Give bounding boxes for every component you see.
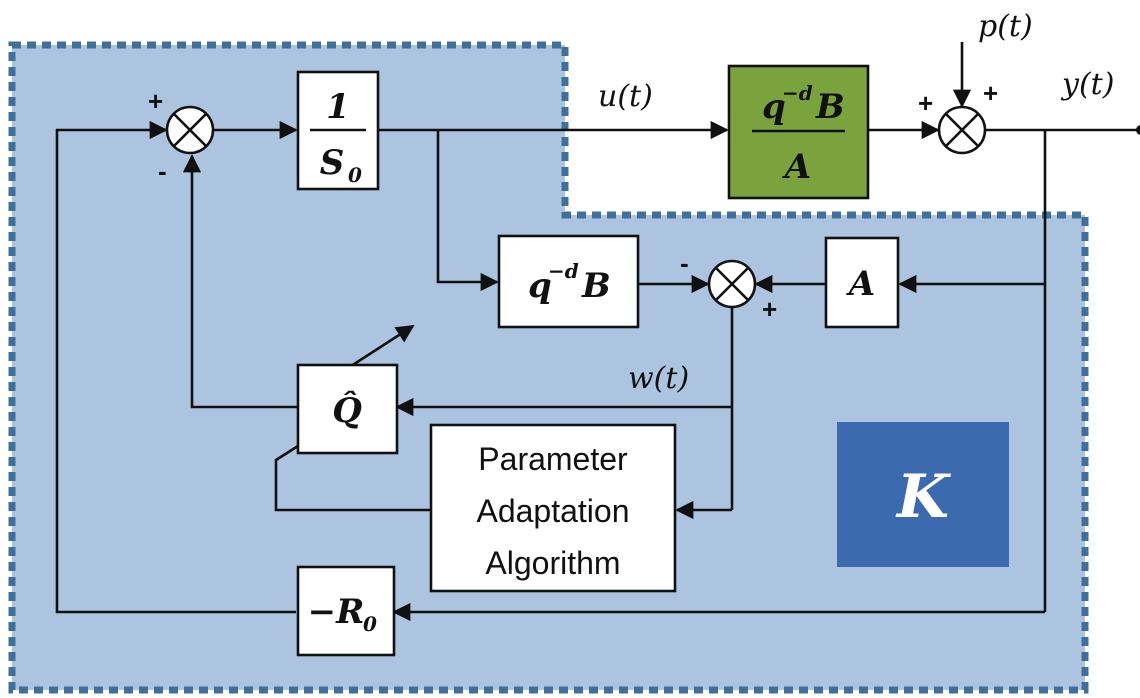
sum2-sign-top: + <box>983 78 998 108</box>
svg-text:Q̂: Q̂ <box>332 390 362 431</box>
svg-text:0: 0 <box>348 163 362 187</box>
signal-label-y: y(t) <box>1060 67 1114 102</box>
svg-text:Parameter: Parameter <box>478 441 628 477</box>
svg-text:S: S <box>320 143 345 183</box>
svg-text:q: q <box>528 266 552 306</box>
svg-text:0: 0 <box>363 612 377 636</box>
svg-text:1: 1 <box>326 87 350 127</box>
sum3-sign-bottom: + <box>762 294 777 324</box>
wire-qhat-to-sum1 <box>182 154 298 409</box>
adaptation-arrow <box>347 324 415 370</box>
k-label: K <box>895 462 952 532</box>
plant-block: q −d B A <box>727 64 870 200</box>
svg-text:A: A <box>846 264 875 304</box>
sum1-sign-top: + <box>148 86 163 116</box>
signal-label-u: u(t) <box>598 79 653 114</box>
svg-text:−d: −d <box>782 81 813 105</box>
wire-paa-to-qhat <box>274 444 431 512</box>
sum1-sign-bottom: - <box>158 156 167 186</box>
output-terminal <box>1136 125 1140 135</box>
svg-text:B: B <box>815 87 845 127</box>
inverse-s0-block: 1 S 0 <box>296 70 380 191</box>
svg-text:Algorithm: Algorithm <box>485 545 620 581</box>
signal-wires <box>55 42 1140 622</box>
wire-r0-to-sum1 <box>55 120 296 614</box>
svg-text:Adaptation: Adaptation <box>476 493 629 529</box>
signal-label-w: w(t) <box>628 361 689 396</box>
sum2-sign-left: + <box>918 88 933 118</box>
svg-text:−d: −d <box>548 259 579 283</box>
parameter-adaptation-algorithm-block: Parameter Adaptation Algorithm <box>429 423 677 593</box>
controller-region <box>8 41 1089 694</box>
signal-label-p: p(t) <box>978 9 1033 44</box>
q-hat-block: Q̂ <box>296 363 399 455</box>
summing-junction-3 <box>707 259 757 309</box>
svg-text:B: B <box>581 266 611 306</box>
wire-u-to-qdb <box>436 130 499 292</box>
minus-r0-block: −R 0 <box>296 565 396 657</box>
k-block <box>837 422 1009 567</box>
summing-junction-1 <box>165 105 215 155</box>
svg-text:q: q <box>762 87 786 127</box>
svg-text:−R: −R <box>308 592 365 632</box>
a-block: A <box>824 236 900 329</box>
svg-text:A: A <box>782 147 811 187</box>
sum3-sign-left: - <box>680 248 689 278</box>
summing-junction-2 <box>937 105 987 155</box>
qdb-block: q −d B <box>497 234 640 329</box>
